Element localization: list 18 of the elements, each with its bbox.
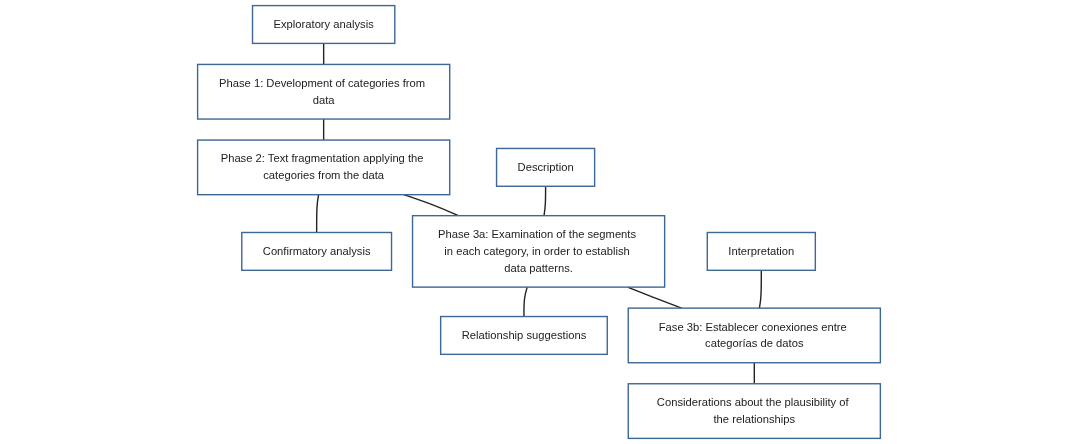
node-box: Interpretation [706,231,817,271]
connector [523,286,528,318]
connector [403,194,459,217]
connector [758,269,763,309]
connector [753,362,756,385]
node-box: Fase 3b: Establecer conexiones entre categorías de datos [627,307,882,364]
node-box: Considerations about the plausibility of the relationships [627,383,882,440]
connector [315,194,320,234]
node-box: Phase 1: Development of categories from data [196,63,451,120]
node-box: Phase 2: Text fragmentation applying the categories from the data [196,139,451,196]
node-box: Confirmatory analysis [241,231,393,271]
node-box: Description [495,147,596,187]
node-box: Exploratory analysis [251,4,396,45]
node-box: Relationship suggestions [439,315,608,356]
connector [323,42,325,66]
connector [543,185,547,217]
node-box: Phase 3a: Examination of the segments in each category, in order to establish data patterns. [411,215,666,288]
connector [323,118,325,141]
